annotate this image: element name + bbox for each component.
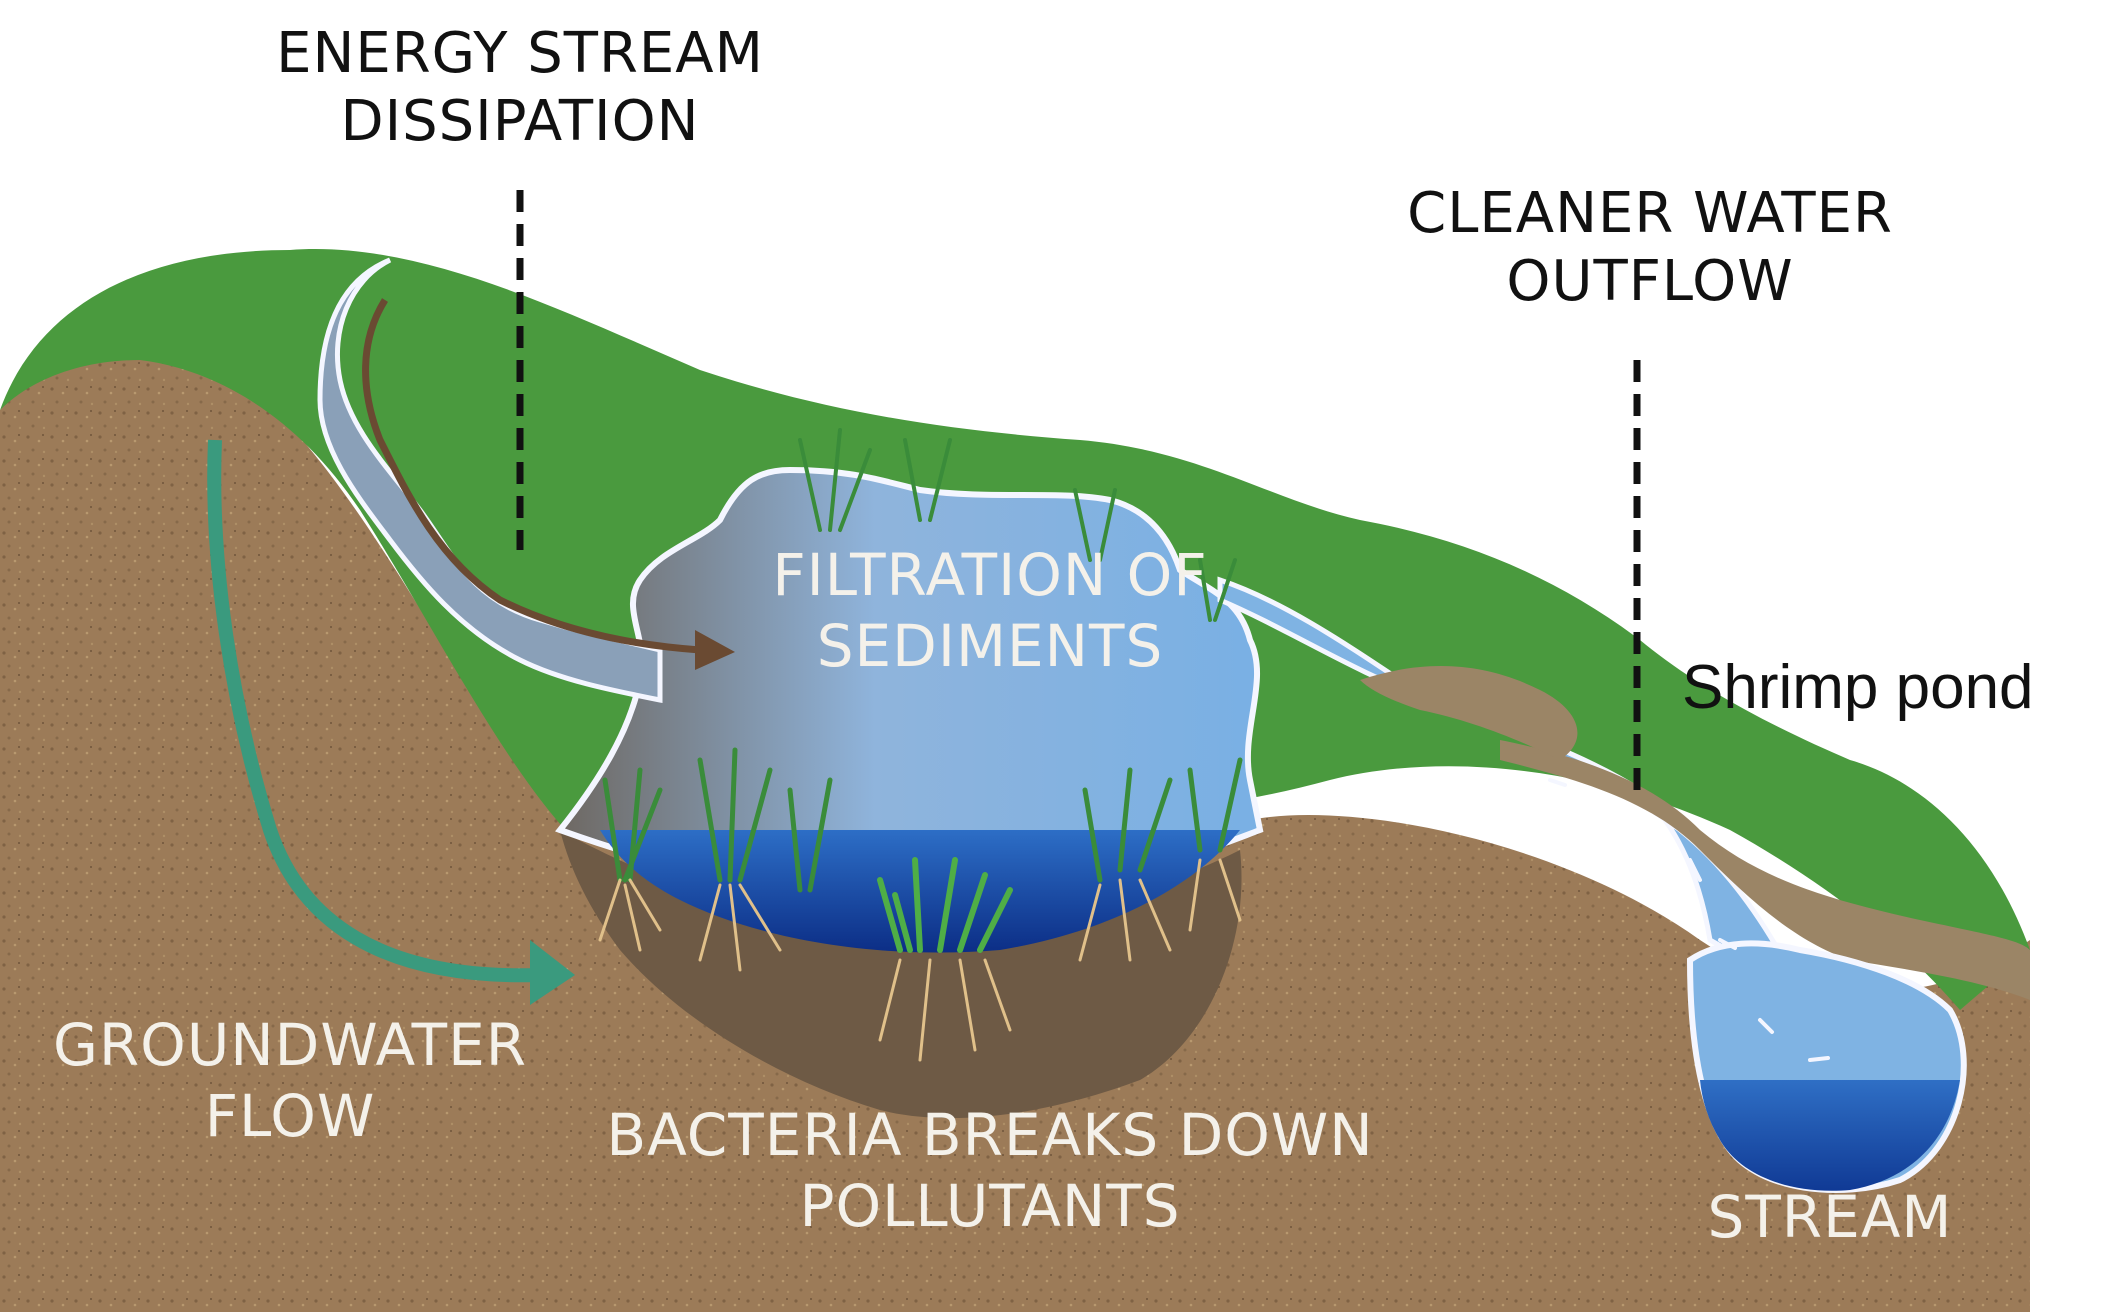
energy-flow-arrow <box>362 298 701 654</box>
water-highlights <box>1548 778 1830 1062</box>
groundwater-label-line1: GROUNDWATER <box>52 1011 528 1079</box>
shrimp-pond-label: Shrimp pond <box>1682 653 2034 722</box>
filtration-label: FILTRATION OF SEDIMENTS <box>740 540 1240 682</box>
bacteria-label: BACTERIA BREAKS DOWN POLLUTANTS <box>570 1100 1410 1242</box>
filtration-label-line2: SEDIMENTS <box>816 611 1164 680</box>
stream-bank <box>1500 740 2030 1000</box>
energy-stream-label-line2: DISSIPATION <box>340 89 700 155</box>
energy-flow-arrowhead <box>695 630 735 670</box>
cleaner-water-label-line2: OUTFLOW <box>1506 249 1794 315</box>
energy-stream-label: ENERGY STREAM DISSIPATION <box>240 20 800 157</box>
inflow-channel <box>317 257 663 704</box>
reed-cluster-left <box>602 747 833 893</box>
groundwater-label: GROUNDWATER FLOW <box>30 1010 550 1152</box>
energy-stream-label-line1: ENERGY STREAM <box>276 21 764 86</box>
cleaner-water-label-line1: CLEANER WATER <box>1407 181 1893 246</box>
cleaner-water-label: CLEANER WATER OUTFLOW <box>1370 180 1930 317</box>
filtration-label-line1: FILTRATION OF <box>772 541 1208 609</box>
sediment-basin <box>560 830 1242 1119</box>
bacteria-label-line2: POLLUTANTS <box>799 1171 1181 1240</box>
deep-water <box>600 830 1240 953</box>
reed-cluster-center <box>877 857 1013 953</box>
root-systems <box>598 858 1242 1062</box>
bacteria-label-line1: BACTERIA BREAKS DOWN <box>606 1101 1374 1169</box>
groundwater-flow-arrowhead <box>530 940 575 1005</box>
stream-deep-water <box>1700 1080 1960 1191</box>
groundwater-label-line2: FLOW <box>204 1081 376 1150</box>
groundwater-flow-arrow <box>207 439 541 983</box>
reed-cluster-right <box>1082 757 1243 883</box>
stream-label: STREAM <box>1707 1183 1953 1251</box>
upper-bank <box>1360 666 1578 760</box>
reed-cluster-top <box>798 428 1237 622</box>
